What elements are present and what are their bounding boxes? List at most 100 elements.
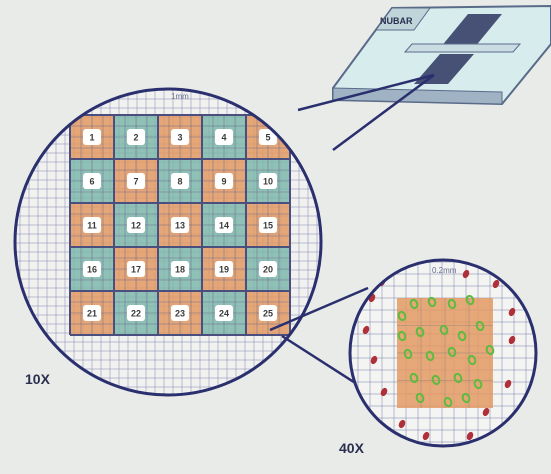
green-cell (461, 392, 471, 404)
red-blood-cell (370, 355, 378, 365)
square-center-box (127, 129, 145, 145)
square-center-box (215, 261, 233, 277)
square-number: 17 (131, 265, 141, 275)
square-center-box (215, 129, 233, 145)
green-cell (431, 374, 441, 386)
square-number: 24 (219, 309, 229, 319)
square-center-box (83, 129, 101, 145)
square-number: 11 (87, 221, 97, 231)
square-number: 18 (175, 265, 185, 275)
small-counting-grid (350, 260, 536, 446)
slide-brand-label: NUBAR (380, 16, 413, 26)
square-center-box (259, 261, 277, 277)
green-cell (409, 372, 419, 384)
square-center-box (215, 173, 233, 189)
square-number: 20 (263, 265, 273, 275)
square-number: 22 (131, 309, 141, 319)
counting-chamber-upper (440, 14, 502, 48)
green-cell (453, 372, 463, 384)
square-center-box (127, 173, 145, 189)
green-cell (427, 296, 437, 308)
square-center-box (83, 173, 101, 189)
square-center-box (171, 261, 189, 277)
magnification-label-40x: 40X (339, 440, 365, 456)
square-center-box (171, 217, 189, 233)
square-number: 5 (265, 133, 270, 143)
red-blood-cell (380, 387, 388, 397)
square-number: 3 (177, 133, 182, 143)
square-number: 19 (219, 265, 229, 275)
low-mag-circle-outline (13, 87, 323, 397)
square-center-box (215, 305, 233, 321)
green-cell (467, 354, 477, 366)
square-number: 23 (175, 309, 185, 319)
green-cell (443, 396, 453, 408)
square-number: 4 (221, 133, 226, 143)
square-number: 14 (219, 221, 229, 231)
slide-label-area (375, 7, 431, 31)
square-center-box (259, 129, 277, 145)
hemocytometer-slide: NUBAR (332, 4, 551, 106)
red-blood-cell (462, 269, 470, 279)
magnification-connectors (269, 73, 435, 388)
big-scale-label: 1mm (171, 92, 189, 101)
square-center-box (259, 173, 277, 189)
square-number: 2 (133, 133, 138, 143)
green-cell (415, 392, 425, 404)
square-center-box (171, 129, 189, 145)
chamber-divider (403, 43, 522, 53)
slide-edge (332, 87, 503, 105)
green-cell (397, 310, 407, 322)
square-number: 9 (221, 177, 226, 187)
red-blood-cell (466, 431, 474, 441)
square-center-box (259, 217, 277, 233)
red-blood-cell (504, 379, 512, 389)
connector-square-top (269, 286, 369, 332)
square-center-box (171, 173, 189, 189)
green-cell (415, 326, 425, 338)
green-cell (447, 346, 457, 358)
green-cell (425, 350, 435, 362)
square-center-box (83, 305, 101, 321)
square-number: 25 (263, 309, 273, 319)
small-scale-label: 0.2mm (432, 266, 457, 275)
square-number: 1 (89, 133, 94, 143)
green-cell (447, 298, 457, 310)
square-number: 15 (263, 221, 273, 231)
high-magnification-view: 0.2mm (348, 258, 538, 448)
red-blood-cell (492, 279, 500, 289)
square-number: 13 (175, 221, 185, 231)
high-mag-circle-outline (348, 258, 538, 448)
square-number: 6 (89, 177, 94, 187)
square-number: 10 (263, 177, 273, 187)
green-cell (485, 344, 495, 356)
magnification-label-10x: 10X (25, 371, 51, 387)
green-cell (409, 298, 419, 310)
green-cell (473, 378, 483, 390)
green-cell (403, 348, 413, 360)
square-center-box (259, 305, 277, 321)
square-number: 16 (87, 265, 97, 275)
green-cell (475, 320, 485, 332)
red-blood-cell (362, 325, 370, 335)
red-blood-cell (508, 335, 516, 345)
green-cell (457, 330, 467, 342)
square-center-box (127, 217, 145, 233)
square-number: 8 (177, 177, 182, 187)
connector-slide-bottom (332, 73, 435, 152)
square-center-box (127, 261, 145, 277)
connector-slide-top (297, 73, 435, 112)
square-center-box (127, 305, 145, 321)
square-center-box (171, 305, 189, 321)
square-center-box (215, 217, 233, 233)
red-blood-cell (422, 431, 430, 441)
green-cell (397, 330, 407, 342)
connector-square-bottom (281, 334, 361, 388)
square-number: 7 (133, 177, 138, 187)
green-cell (465, 294, 475, 306)
square-center-box (83, 261, 101, 277)
square-center-box (83, 217, 101, 233)
